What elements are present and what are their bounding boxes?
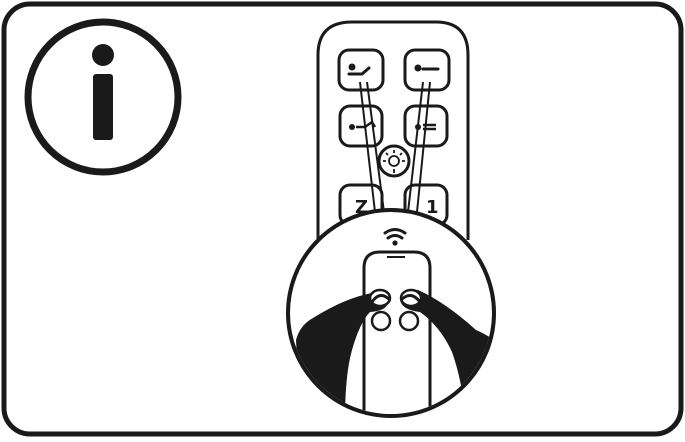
- wireless-icon: [383, 228, 407, 246]
- incline-button: [338, 104, 384, 148]
- pointer-line-right: [407, 81, 431, 213]
- memory-1-label: 1: [426, 197, 439, 218]
- handheld-remote: [362, 250, 432, 414]
- head-up-button: [337, 48, 385, 92]
- light-icon: [377, 144, 411, 178]
- pointer-line-left: [359, 81, 385, 213]
- flat-position-button: [403, 48, 451, 92]
- remote-control: Z 1: [316, 20, 470, 240]
- info-icon: [24, 18, 182, 176]
